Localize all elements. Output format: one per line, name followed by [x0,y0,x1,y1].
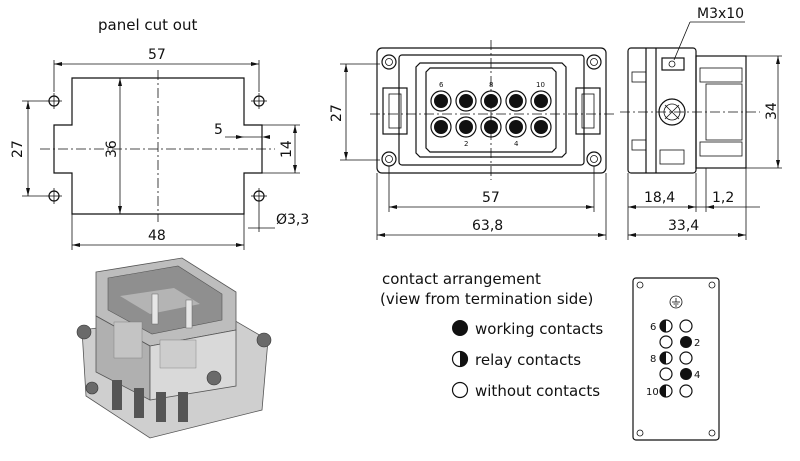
arr-num-2: 2 [694,338,700,349]
dim-63-8-front: 63,8 [472,218,503,234]
dim-18-4-side: 18,4 [644,190,675,206]
filled-contact-icon [452,320,468,336]
dim-5-cutout: 5 [214,122,223,138]
dim-48-cutout: 48 [148,228,166,244]
dim-36-cutout: 36 [104,140,120,158]
arrangement-panel: 6 8 10 2 4 [632,277,720,441]
contact-legend: contact arrangement (view from terminati… [380,270,603,400]
front-num-6: 6 [439,81,444,89]
front-view: 6 8 10 2 4 27 57 63,8 [329,40,614,240]
legend-title: contact arrangement [382,270,541,288]
empty-contact-icon [451,381,469,399]
dim-hole-diameter: Ø3,3 [276,212,309,228]
front-num-4: 4 [514,140,519,148]
dim-34-side: 34 [764,102,780,120]
connector-render [76,257,272,439]
legend-without: without contacts [475,382,600,400]
front-num-10: 10 [536,81,545,89]
side-view: M3x10 34 18,4 1,2 [620,6,782,240]
dim-57-cutout: 57 [148,47,166,63]
legend-working: working contacts [475,320,603,338]
arr-num-8: 8 [650,354,656,365]
arr-num-6: 6 [650,322,656,333]
dim-14-cutout: 14 [279,140,295,158]
mounting-holes [46,93,267,204]
dim-27-cutout: 27 [10,140,26,158]
screw-label: M3x10 [697,6,744,22]
arr-num-4: 4 [694,370,700,381]
legend-relay: relay contacts [475,351,581,369]
front-flange [376,47,607,174]
dim-27-front: 27 [329,104,345,122]
arr-num-10: 10 [646,387,659,398]
dim-33-4-side: 33,4 [668,218,699,234]
panel-cutout-title: panel cut out [98,16,197,34]
panel-cutout-view: panel cut out 57 27 36 5 [10,16,309,250]
front-num-2: 2 [464,140,468,148]
ground-icon [669,295,683,309]
dim-1-2-side: 1,2 [712,190,734,206]
dim-57-front: 57 [482,190,500,206]
legend-subtitle: (view from termination side) [380,290,593,308]
